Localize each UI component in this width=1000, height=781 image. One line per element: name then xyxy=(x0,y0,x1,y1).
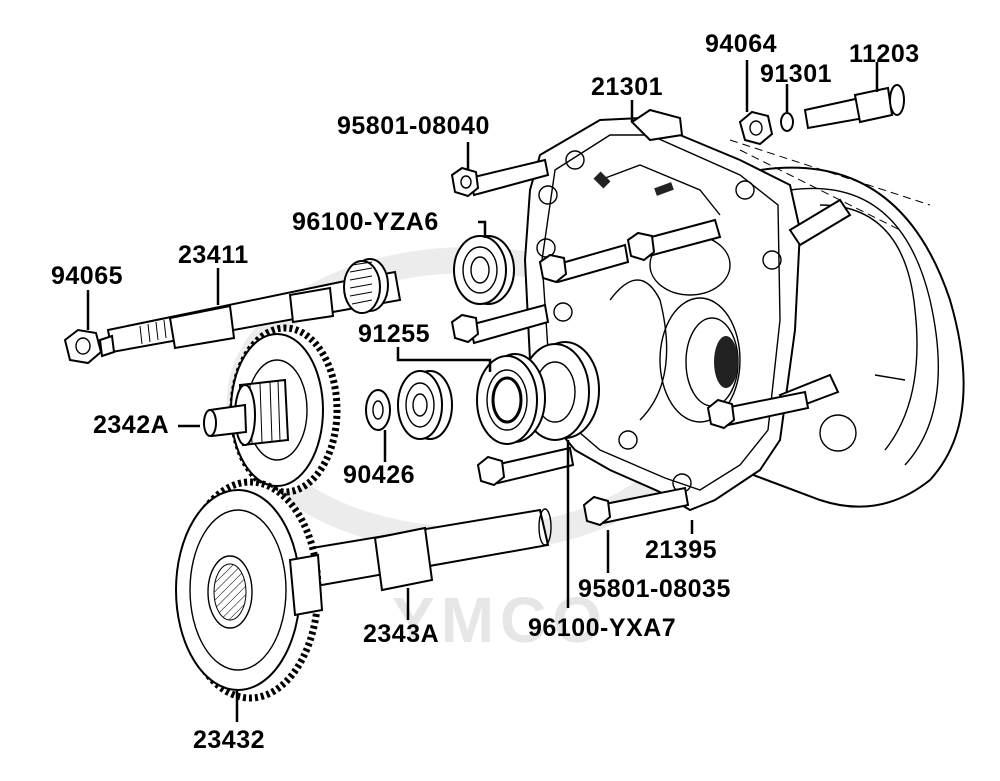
bearing-yza6 xyxy=(453,235,515,305)
case-through-bolts xyxy=(450,158,810,527)
label-90426: 90426 xyxy=(343,461,416,489)
label-2343A: 2343A xyxy=(363,620,440,648)
label-95801-08040: 95801-08040 xyxy=(337,112,490,140)
label-96100-YZA6: 96100-YZA6 xyxy=(292,208,439,236)
label-96100-YXA7: 96100-YXA7 xyxy=(528,614,677,642)
label-94064: 94064 xyxy=(705,30,778,58)
bearing-and-washer xyxy=(365,370,453,440)
label-94065: 94065 xyxy=(51,262,124,290)
label-2342A: 2342A xyxy=(93,411,170,439)
leader-lines xyxy=(86,60,879,722)
label-23411: 23411 xyxy=(178,241,249,269)
drive-shaft-23411 xyxy=(63,258,402,365)
label-95801-08035: 95801-08035 xyxy=(578,575,731,603)
transmission-case xyxy=(523,108,965,512)
label-23432: 23432 xyxy=(193,726,266,754)
bolt-group-top-right xyxy=(738,84,905,146)
gear-2342a xyxy=(203,324,341,496)
label-91301: 91301 xyxy=(760,60,833,88)
label-21395: 21395 xyxy=(645,536,718,564)
seal-and-bearing xyxy=(476,341,600,445)
label-11203: 11203 xyxy=(849,40,920,68)
gear-23432-and-shaft-2343a xyxy=(175,478,552,702)
label-21301: 21301 xyxy=(591,73,664,101)
label-91255: 91255 xyxy=(358,320,431,348)
